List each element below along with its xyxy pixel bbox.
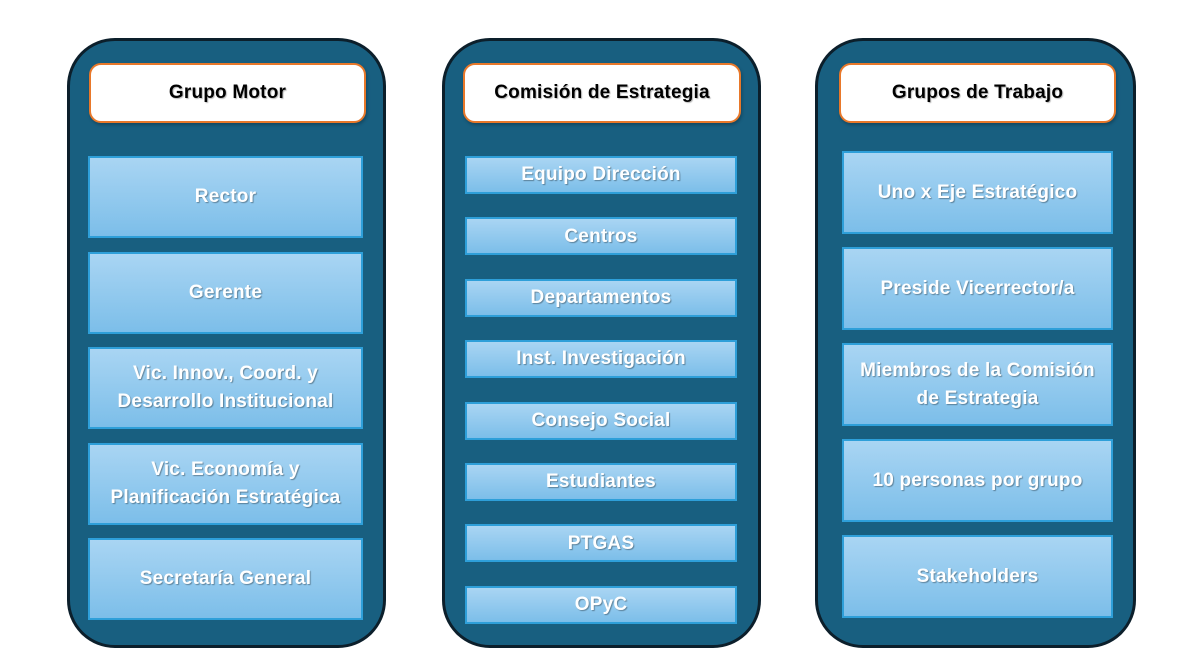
- item-box: Stakeholders: [842, 535, 1113, 618]
- item-label: PTGAS: [567, 532, 635, 554]
- item-label: OPyC: [574, 593, 628, 615]
- column-title: Grupo Motor: [168, 82, 287, 103]
- item-label: Equipo Dirección: [521, 164, 681, 186]
- item-box: Rector: [88, 156, 363, 238]
- item-box: Centros: [465, 217, 737, 256]
- column-title: Comisión de Estrategia: [494, 82, 710, 103]
- item-box: Equipo Dirección: [465, 156, 737, 194]
- item-box: Consejo Social: [465, 401, 737, 440]
- item-label: Preside Vicerrector/a: [880, 277, 1075, 299]
- item-label: Miembros de la Comisión de Estrategia: [860, 359, 1095, 409]
- item-box: Vic. Innov., Coord. y Desarrollo Institu…: [88, 347, 363, 429]
- item-label: Uno x Eje Estratégico: [877, 181, 1078, 203]
- column-header-comision-de-estrategia: Comisión de Estrategia: [463, 63, 741, 123]
- item-box: 10 personas por grupo: [842, 439, 1113, 522]
- item-label: Secretaría General: [139, 568, 312, 590]
- item-box: Secretaría General: [88, 538, 363, 620]
- column-header-grupos-de-trabajo: Grupos de Trabajo: [839, 63, 1116, 123]
- item-label: Inst. Investigación: [516, 348, 686, 370]
- column-title: Grupos de Trabajo: [891, 82, 1064, 103]
- item-label: Vic. Innov., Coord. y Desarrollo Institu…: [117, 363, 334, 412]
- item-box: Gerente: [88, 251, 363, 334]
- item-box: Inst. Investigación: [465, 340, 737, 379]
- item-box: Preside Vicerrector/a: [842, 247, 1113, 330]
- item-box: Estudiantes: [465, 462, 737, 501]
- item-label: Estudiantes: [546, 471, 656, 493]
- column-header-grupo-motor: Grupo Motor: [89, 63, 366, 123]
- item-box: PTGAS: [465, 524, 737, 563]
- item-label: 10 personas por grupo: [872, 469, 1083, 491]
- item-label: Gerente: [188, 281, 263, 303]
- item-box: Departamentos: [465, 278, 737, 317]
- item-label: Consejo Social: [531, 409, 671, 431]
- item-label: Stakeholders: [916, 565, 1039, 587]
- item-label: Vic. Economía y Planificación Estratégic…: [110, 458, 341, 508]
- item-box: OPyC: [465, 585, 737, 624]
- item-label: Departamentos: [530, 287, 672, 308]
- item-box: Vic. Economía y Planificación Estratégic…: [88, 442, 363, 525]
- item-box: Uno x Eje Estratégico: [842, 151, 1113, 234]
- item-label: Centros: [564, 225, 638, 247]
- item-box: Miembros de la Comisión de Estrategia: [842, 343, 1113, 426]
- item-label: Rector: [194, 186, 257, 208]
